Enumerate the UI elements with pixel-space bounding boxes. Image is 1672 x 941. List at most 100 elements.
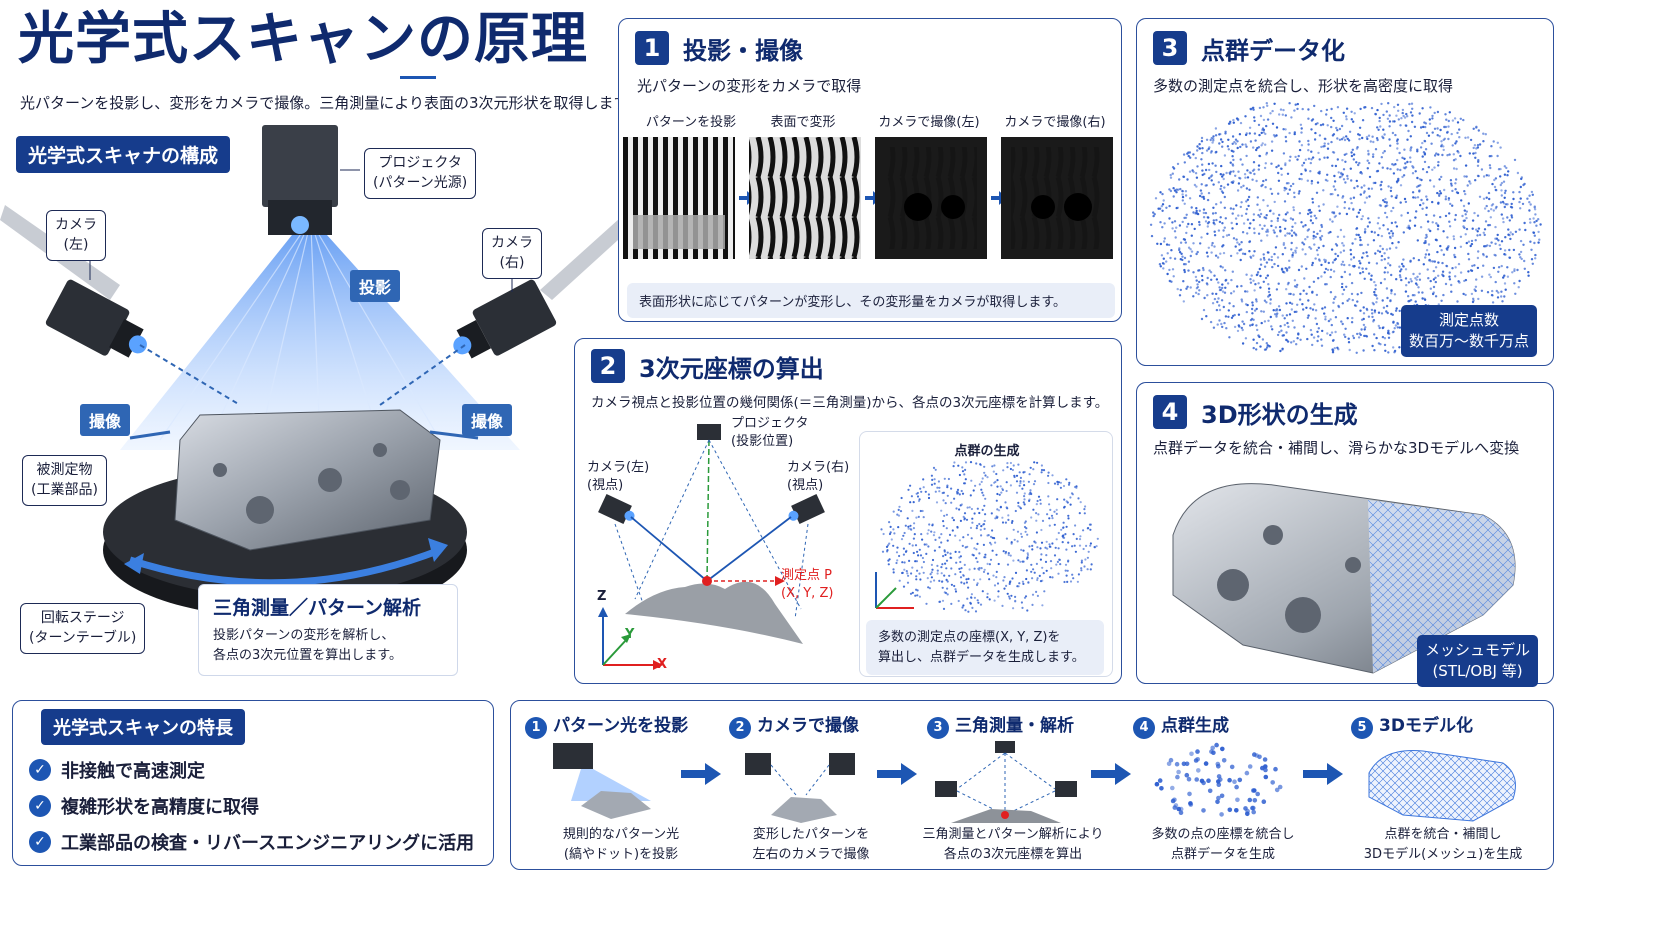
cloud-point [1284, 246, 1287, 250]
cloud-point [1350, 281, 1354, 285]
cloud-point [1219, 187, 1222, 191]
cloud-point [1255, 791, 1260, 797]
cloud-point [1411, 114, 1414, 117]
cloud-point [1039, 498, 1042, 502]
cloud-point [1404, 277, 1408, 280]
cloud-point [905, 570, 908, 573]
cloud-point [1535, 219, 1538, 223]
cloud-point [1371, 155, 1375, 158]
cloud-point [1214, 211, 1217, 215]
cloud-point [1527, 271, 1530, 274]
cloud-point [1537, 218, 1540, 221]
cloud-point [1084, 558, 1087, 561]
cloud-point [1182, 263, 1186, 266]
cloud-point [1171, 268, 1175, 271]
cloud-point [1348, 273, 1352, 276]
cloud-point [1202, 197, 1206, 200]
cloud-point [1193, 183, 1197, 187]
cloud-point [1219, 138, 1223, 141]
cloud-point [1332, 301, 1335, 304]
cloud-point [1246, 176, 1250, 179]
cloud-point [1178, 178, 1181, 181]
cloud-point [1080, 567, 1083, 570]
cloud-point [1074, 550, 1077, 553]
cloud-point [932, 534, 935, 537]
cloud-point [1035, 562, 1038, 565]
cloud-point [984, 553, 987, 556]
cloud-point [1289, 217, 1293, 220]
cloud-point [909, 484, 912, 487]
cloud-point [1041, 566, 1044, 569]
cloud-point [1332, 119, 1335, 122]
cloud-point [1337, 348, 1340, 351]
arm-right [540, 200, 640, 300]
cloud-point [1374, 288, 1377, 291]
cloud-point [1021, 487, 1024, 490]
cloud-point [1491, 289, 1494, 293]
cloud-point [1506, 174, 1509, 177]
cloud-point [1294, 155, 1297, 159]
panel-projection-capture: 1 投影・撮像 光パターンの変形をカメラで取得 パターンを投影 表面で変形 カメ… [618, 18, 1122, 322]
cloud-point [1282, 243, 1285, 246]
cloud-point [1250, 274, 1253, 277]
cloud-point [1223, 321, 1226, 325]
cloud-point [1245, 808, 1250, 814]
cloud-point [1263, 320, 1267, 323]
cloud-point [1028, 473, 1031, 476]
cloud-point [1067, 483, 1071, 486]
cloud-point [1310, 150, 1313, 153]
cloud-point [918, 498, 921, 501]
cloud-point [1023, 596, 1027, 599]
cloud-point [1253, 116, 1256, 119]
cloud-point [1240, 248, 1243, 251]
cloud-point [1185, 287, 1188, 290]
cloud-point [1280, 267, 1284, 270]
cloud-point [1059, 481, 1062, 484]
cloud-point [1355, 227, 1358, 231]
cloud-point [1373, 311, 1377, 314]
cloud-point [1365, 267, 1368, 270]
cloud-point [931, 558, 935, 562]
cloud-point [1275, 288, 1279, 291]
cloud-point [907, 488, 910, 491]
cloud-point [1377, 311, 1381, 314]
cloud-point [1006, 563, 1010, 566]
cloud-point [1416, 150, 1419, 153]
cloud-point [1345, 285, 1348, 288]
cloud-point [1170, 280, 1173, 283]
cloud-point [1345, 115, 1348, 118]
cloud-point [1446, 236, 1449, 239]
cloud-point [1313, 303, 1316, 306]
cloud-point [1240, 186, 1243, 189]
cloud-point [986, 476, 989, 479]
cloud-point [907, 574, 910, 577]
cloud-point [1504, 189, 1507, 192]
cloud-point [1351, 298, 1354, 302]
cloud-point [1488, 244, 1492, 248]
cloud-point [1288, 259, 1291, 262]
cloud-point [1259, 274, 1262, 278]
cloud-point [1275, 165, 1278, 169]
cloud-point [996, 492, 999, 496]
cloud-point [902, 585, 906, 588]
cloud-point [1184, 194, 1188, 197]
cloud-point [1342, 244, 1345, 247]
cloud-point [1253, 132, 1257, 135]
cloud-point [1314, 235, 1317, 239]
cloud-point [1320, 263, 1323, 267]
cloud-point [1268, 294, 1271, 297]
cloud-point [1523, 267, 1526, 270]
cloud-point [973, 567, 976, 570]
axis-x-label: X [657, 657, 668, 672]
cloud-point [1391, 163, 1394, 166]
measurement-point [702, 576, 712, 586]
cloud-point [1236, 189, 1240, 192]
cloud-point [960, 489, 963, 493]
cloud-point [882, 532, 885, 536]
cloud-point [928, 523, 931, 526]
cloud-point [1316, 330, 1319, 333]
cloud-point [1538, 238, 1541, 241]
cloud-point [1514, 230, 1518, 233]
cloud-point [1204, 184, 1207, 187]
cloud-point [1277, 305, 1281, 308]
